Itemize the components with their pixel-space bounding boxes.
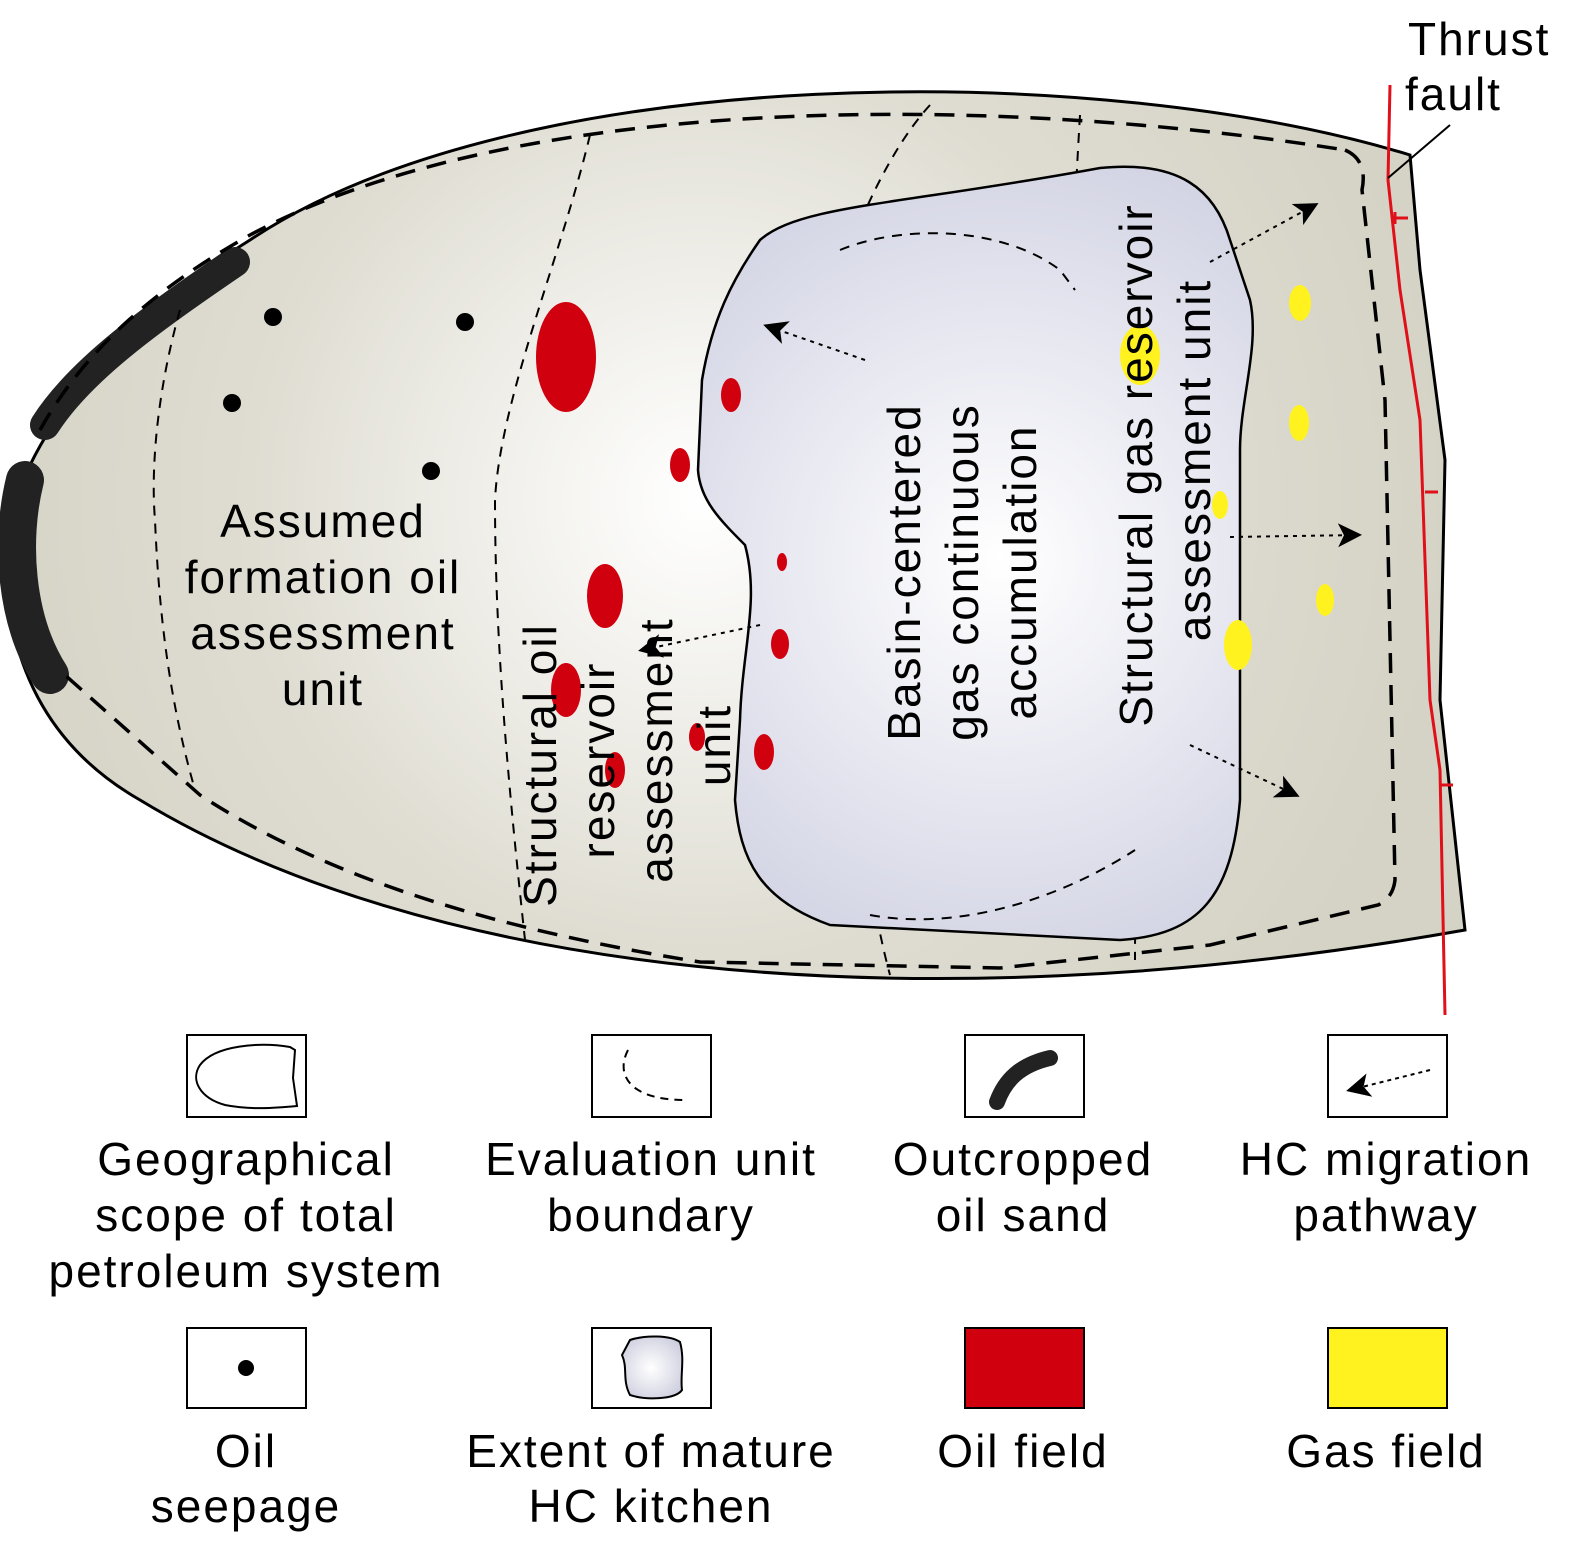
- oil-seepage: [422, 462, 440, 480]
- oil-field: [536, 302, 596, 412]
- gas-field-icon: [1327, 1327, 1448, 1409]
- migration-arrow: [638, 624, 761, 658]
- formation-oil-label-line: formation oil: [185, 551, 462, 603]
- oil-field: [721, 378, 741, 412]
- legend-item-hc-migration: HC migration pathway: [1240, 1034, 1532, 1241]
- formation-oil-label-line: Assumed: [220, 495, 426, 547]
- oil-seepage: [264, 308, 282, 326]
- oil-field: [551, 663, 581, 717]
- structural-oil-label-line: assessment: [630, 617, 682, 882]
- legend-item-kitchen: Extent of mature HC kitchen: [466, 1327, 836, 1532]
- oil-field-icon: [964, 1327, 1085, 1409]
- formation-oil-label: Assumed formation oil assessment unit: [185, 495, 462, 715]
- formation-oil-label-line: assessment: [190, 607, 455, 659]
- oil-field: [771, 629, 789, 659]
- evaluation-unit-boundary: [38, 112, 1397, 970]
- oil-seepage: [223, 394, 241, 412]
- oil-field: [689, 723, 705, 751]
- oil-seepage-icon: [238, 1360, 254, 1376]
- legend-label: Oil: [215, 1425, 277, 1477]
- structural-gas-label-line: Structural gas reservoir: [1110, 203, 1162, 727]
- oil-field: [777, 553, 787, 571]
- oil-field: [670, 448, 690, 482]
- migration-arrow-icon: [1346, 1069, 1431, 1097]
- oil-field: [587, 564, 623, 628]
- migration-arrow: [1209, 203, 1319, 263]
- migration-arrow: [1189, 744, 1300, 798]
- outcrop-oil-sand: [30, 247, 250, 440]
- thrust-fault: [1386, 84, 1453, 1016]
- legend-label: Gas field: [1286, 1425, 1486, 1477]
- legend-label: HC kitchen: [529, 1480, 774, 1532]
- kitchen-icon: [620, 1335, 684, 1400]
- legend-label: boundary: [547, 1189, 755, 1241]
- formation-oil-label-line: unit: [282, 663, 364, 715]
- legend-label: HC migration: [1240, 1133, 1532, 1185]
- oil-field: [754, 734, 774, 770]
- basin-centered-label-line: gas continuous: [936, 403, 988, 740]
- legend: Geographical scope of total petroleum sy…: [48, 1034, 1532, 1532]
- migration-arrow: [1229, 523, 1362, 548]
- basin-centered-label-line: accumulation: [994, 424, 1046, 719]
- kitchen-internal-boundaries: [839, 232, 1136, 921]
- legend-label: Oil field: [937, 1425, 1108, 1477]
- basin-centered-label: Basin-centered gas continuous accumulati…: [878, 403, 1046, 740]
- outcrop-oil-sand: [0, 461, 69, 694]
- legend-item-oil-seepage: Oil seepage: [151, 1327, 342, 1532]
- gas-field: [1316, 584, 1334, 616]
- thrust-fault-label: Thrust: [1408, 13, 1550, 65]
- legend-label: Geographical: [97, 1133, 395, 1185]
- legend-label: seepage: [151, 1480, 342, 1532]
- mature-hc-kitchen: [696, 165, 1254, 942]
- legend-item-oil-field: Oil field: [937, 1327, 1108, 1477]
- outcrop-oil-sand-icon: [989, 1050, 1058, 1110]
- gas-field: [1212, 491, 1228, 519]
- structural-oil-label: Structural oil reservoir assessment unit: [514, 617, 740, 907]
- gas-field: [1224, 620, 1252, 670]
- legend-label: petroleum system: [48, 1245, 443, 1297]
- legend-item-geographical-scope: Geographical scope of total petroleum sy…: [48, 1034, 443, 1297]
- structural-oil-label-line: unit: [688, 704, 740, 786]
- gas-field: [1289, 405, 1309, 441]
- legend-label: Evaluation unit: [485, 1133, 817, 1185]
- oil-seepages: [223, 308, 474, 480]
- legend-item-evaluation-boundary: Evaluation unit boundary: [485, 1034, 817, 1241]
- structural-gas-label-line: assessment unit: [1168, 279, 1220, 641]
- legend-label: pathway: [1293, 1189, 1478, 1241]
- geographical-scope-icon: [195, 1043, 299, 1110]
- thrust-fault-leader: [1387, 124, 1451, 179]
- oil-fields: [536, 302, 789, 788]
- legend-item-outcrop-oil-sand: Outcropped oil sand: [893, 1034, 1153, 1241]
- structural-gas-label: Structural gas reservoir assessment unit: [1110, 203, 1220, 727]
- gas-fields: [1120, 285, 1334, 670]
- gas-field: [1120, 325, 1160, 385]
- legend-label: oil sand: [936, 1189, 1111, 1241]
- hc-migration-pathways: [638, 203, 1362, 798]
- legend-label: scope of total: [95, 1189, 397, 1241]
- structural-oil-label-line: Structural oil: [514, 623, 566, 907]
- legend-label: Outcropped: [893, 1133, 1153, 1185]
- basin-centered-label-line: Basin-centered: [878, 403, 930, 740]
- structural-oil-label-line: reservoir: [572, 662, 624, 859]
- thrust-fault-label: fault: [1405, 68, 1502, 120]
- gas-field: [1289, 285, 1311, 321]
- legend-item-gas-field: Gas field: [1286, 1327, 1486, 1477]
- oil-seepage: [456, 313, 474, 331]
- legend-label: Extent of mature: [466, 1425, 836, 1477]
- oil-field: [605, 752, 625, 788]
